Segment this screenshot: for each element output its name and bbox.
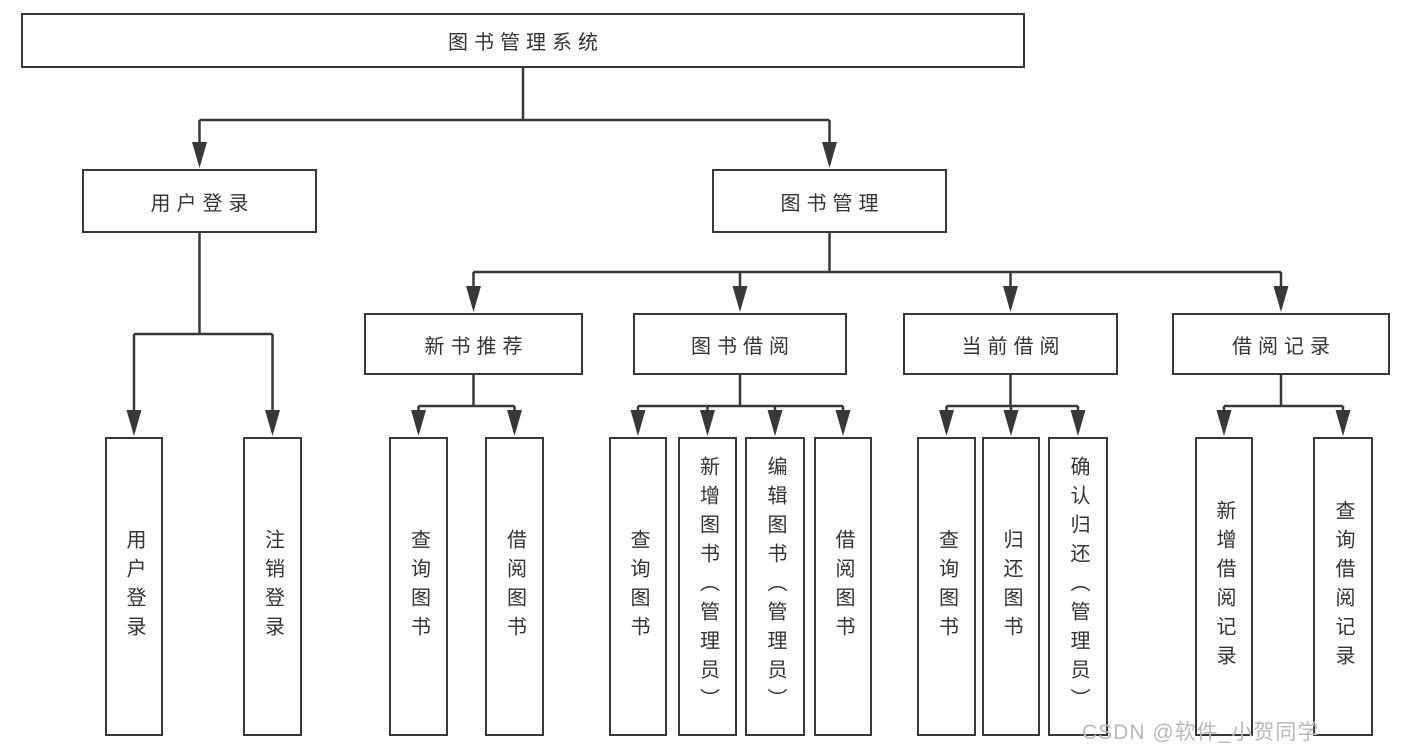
- leaf-user-login: 用户登录: [105, 437, 163, 736]
- leaf-add-books-admin: 新增图书（管理员）: [678, 437, 737, 736]
- leaf-edit-books-admin: 编辑图书（管理员）: [745, 437, 805, 736]
- node-book-management: 图书管理: [712, 169, 947, 233]
- node-borrow-records: 借阅记录: [1172, 313, 1390, 375]
- leaf-query-borrow-record: 查询借阅记录: [1313, 437, 1373, 736]
- leaf-query-books-borrow: 查询图书: [609, 437, 667, 736]
- leaf-borrow-books-recommend: 借阅图书: [485, 437, 544, 736]
- watermark: CSDN @软件_小贺同学: [1082, 721, 1320, 744]
- node-new-book-recommend: 新书推荐: [364, 313, 583, 375]
- leaf-logout: 注销登录: [243, 437, 302, 736]
- leaf-query-books-recommend: 查询图书: [389, 437, 448, 736]
- node-current-borrow: 当前借阅: [903, 313, 1118, 375]
- leaf-borrow-books: 借阅图书: [814, 437, 872, 736]
- node-library-management-system: 图书管理系统: [21, 13, 1025, 68]
- node-user-login: 用户登录: [82, 169, 317, 233]
- leaf-return-books: 归还图书: [982, 437, 1040, 736]
- leaf-confirm-return-admin: 确认归还（管理员）: [1048, 437, 1108, 736]
- node-book-borrow: 图书借阅: [633, 313, 847, 375]
- leaf-query-books-current: 查询图书: [917, 437, 976, 736]
- leaf-add-borrow-record: 新增借阅记录: [1195, 437, 1253, 736]
